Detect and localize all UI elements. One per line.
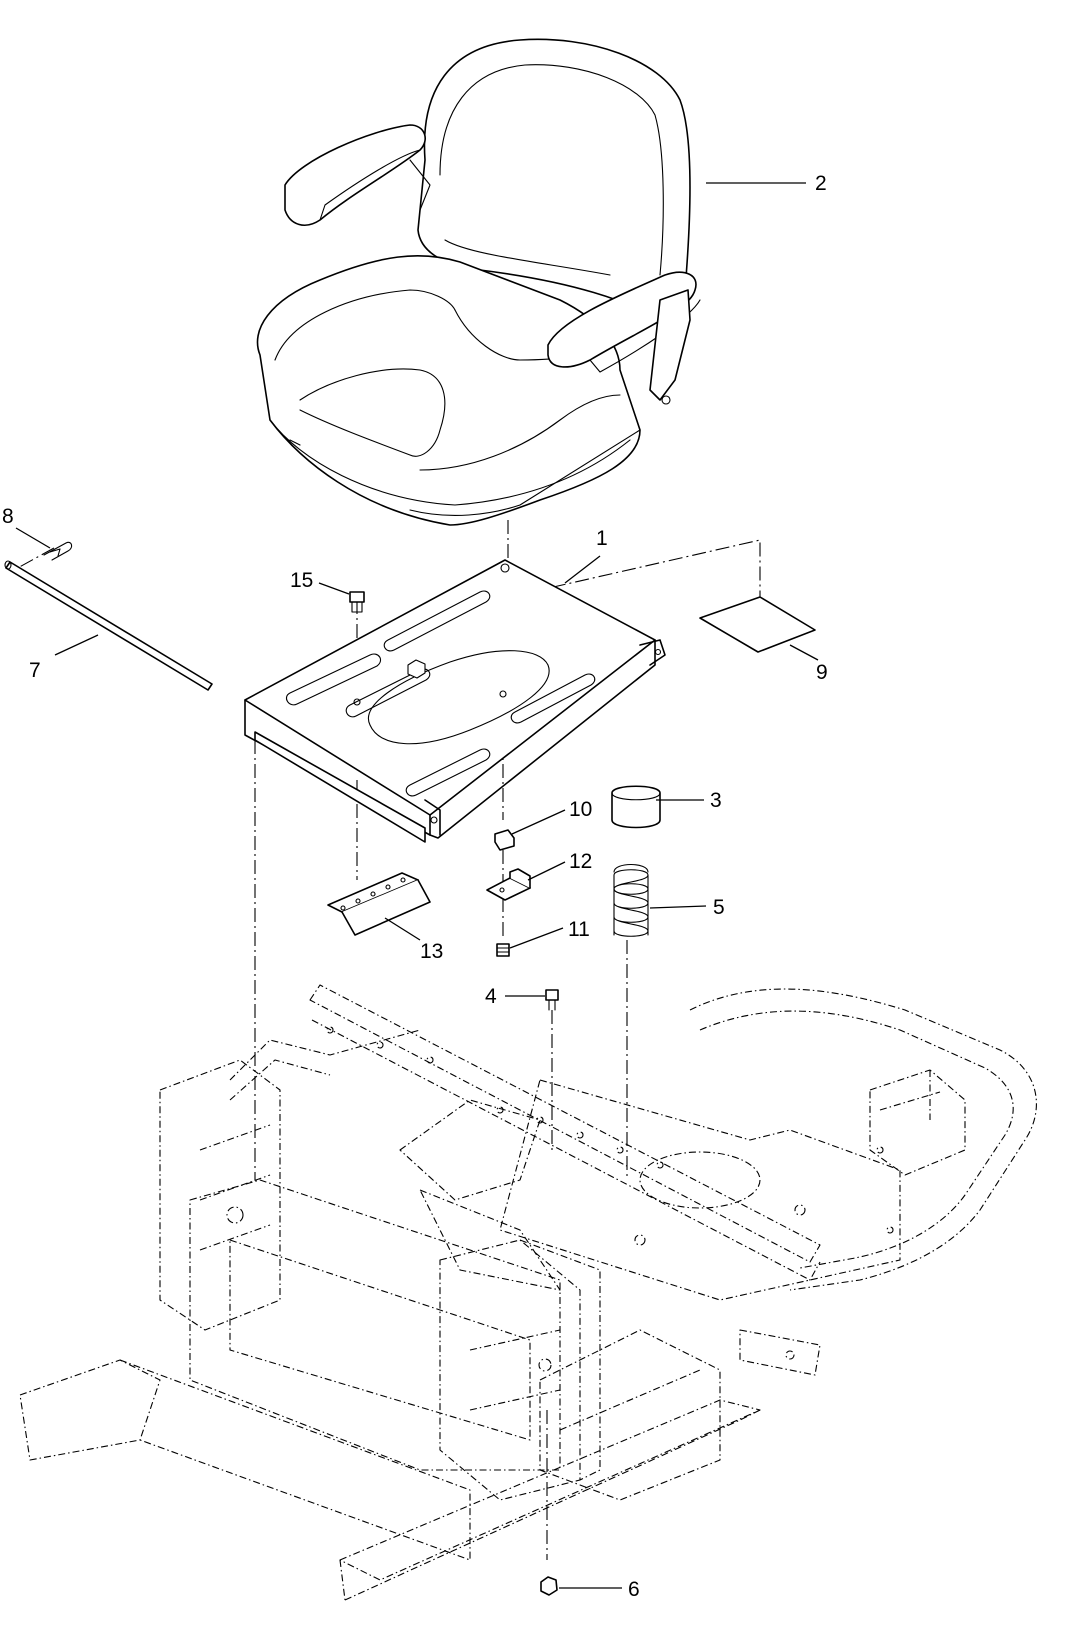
bolt-11 — [496, 943, 510, 957]
bracket-12 — [486, 868, 531, 901]
leader-line-8 — [15, 527, 51, 549]
callout-12: 12 — [569, 850, 592, 873]
callout-3: 3 — [710, 789, 722, 812]
bolt-15 — [349, 591, 365, 613]
spring-5 — [613, 863, 649, 940]
leader-line-11 — [509, 927, 564, 949]
seat — [256, 38, 701, 526]
hair-pin — [43, 541, 73, 561]
leader-line-15 — [318, 582, 350, 595]
machine-frame — [19, 984, 1037, 1601]
callout-7: 7 — [29, 659, 41, 682]
nut-6 — [540, 1576, 558, 1596]
rod — [4, 560, 213, 691]
callout-10: 10 — [569, 798, 592, 821]
bumper-3 — [611, 785, 661, 829]
bolt-4 — [545, 989, 559, 1011]
leader-line-1 — [564, 555, 601, 584]
callout-15: 15 — [290, 569, 313, 592]
leader-line-9 — [789, 644, 819, 661]
callout-5: 5 — [713, 896, 725, 919]
callout-1: 1 — [596, 527, 608, 550]
leader-line-13 — [384, 917, 421, 941]
leader-line-5 — [649, 905, 707, 909]
frame-holes — [326, 1026, 894, 1234]
callout-8: 8 — [2, 505, 14, 528]
callout-11: 11 — [568, 918, 590, 941]
callout-13: 13 — [420, 940, 443, 963]
callout-4: 4 — [485, 985, 497, 1008]
callout-2: 2 — [815, 172, 827, 195]
leader-line-12 — [527, 861, 566, 881]
nut-10 — [494, 829, 515, 851]
decal — [699, 596, 816, 653]
callout-6: 6 — [628, 1578, 640, 1601]
strap-13 — [327, 872, 431, 936]
callout-9: 9 — [816, 661, 828, 684]
seat-plate — [244, 559, 666, 843]
leader-line-10 — [511, 809, 566, 835]
leader-line-7 — [54, 634, 99, 656]
callout-labels: 1 2 3 4 5 6 7 8 9 10 11 12 13 15 — [2, 172, 828, 1601]
